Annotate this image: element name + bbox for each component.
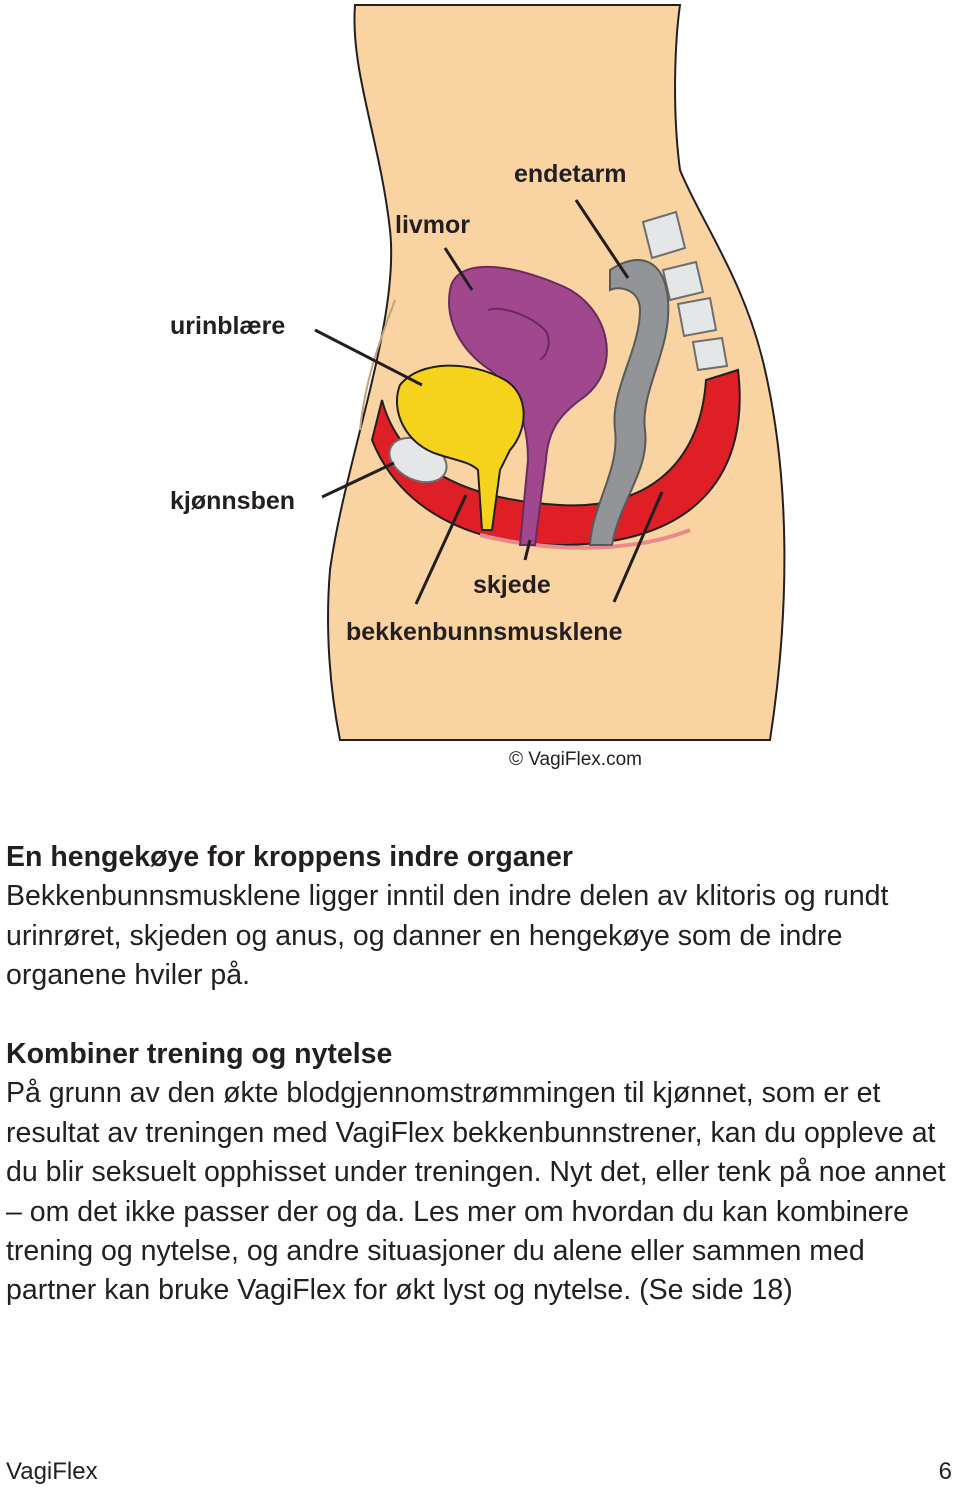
- pelvis-diagram: [314, 4, 786, 741]
- anatomy-illustration: endetarm livmor urinblære kjønnsben skje…: [170, 4, 786, 770]
- label-endetarm: endetarm: [514, 160, 627, 188]
- section-body: På grunn av den økte blodgjennomstrømmin…: [6, 1077, 946, 1307]
- section-heading: En hengekøye for kroppens indre organer: [6, 841, 573, 873]
- section-body: Bekkenbunnsmusklene ligger inntil den in…: [6, 880, 889, 992]
- label-urinblaere: urinblære: [170, 312, 286, 340]
- rectum: [588, 259, 670, 546]
- uterus-cavity: [487, 307, 550, 361]
- label-kjonnsben: kjønnsben: [170, 487, 296, 515]
- label-bekkenbunnsmusklene: bekkenbunnsmusklene: [346, 618, 623, 646]
- pointer-lines: [314, 199, 664, 605]
- footer-brand: VagiFlex: [6, 1458, 98, 1485]
- section-hammock: En hengekøye for kroppens indre organer …: [6, 838, 951, 996]
- label-livmor: livmor: [395, 211, 471, 239]
- copyright-notice: © VagiFlex.com: [509, 749, 642, 770]
- vertebrae: [641, 210, 729, 372]
- section-combine: Kombiner trening og nytelse På grunn av …: [6, 1035, 951, 1311]
- uterus: [448, 265, 608, 546]
- section-heading: Kombiner trening og nytelse: [6, 1038, 393, 1070]
- label-skjede: skjede: [473, 571, 551, 599]
- pelvic-floor-lower-line: [479, 528, 691, 550]
- bladder: [395, 364, 525, 531]
- page-number: 6: [938, 1458, 952, 1485]
